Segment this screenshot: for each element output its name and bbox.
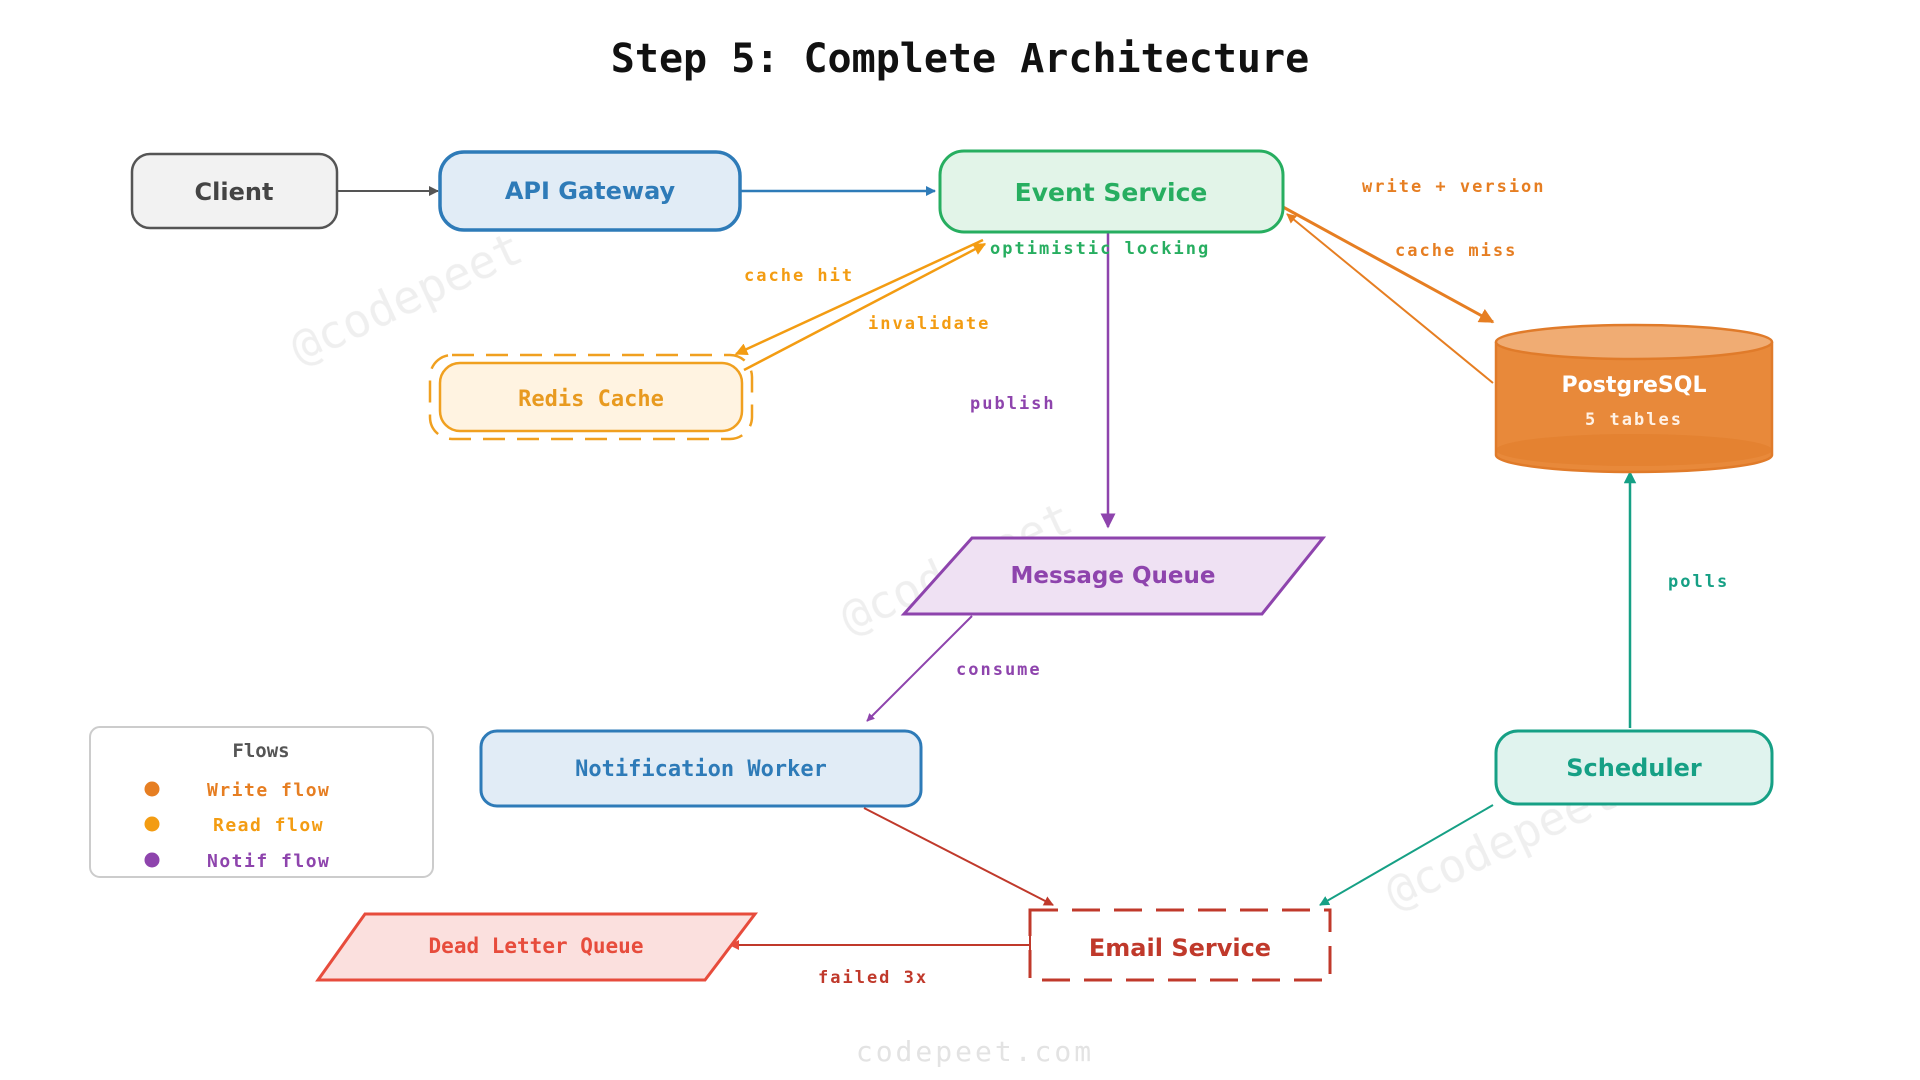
node-email-service-label: Email Service (1089, 934, 1271, 962)
legend-item-write: Write flow (207, 780, 330, 801)
page-title: Step 5: Complete Architecture (611, 36, 1309, 82)
node-message-queue[interactable]: Message Queue (900, 536, 1327, 616)
node-api-gateway[interactable]: API Gateway (438, 150, 742, 232)
edge-event-postgres-write (1282, 205, 1495, 324)
watermark: @codepeet (282, 221, 531, 375)
edge-event-redis-cache-hit (734, 238, 984, 356)
legend-dot-notif (144, 852, 160, 868)
edge-worker-email (863, 807, 1054, 906)
node-client[interactable]: Client (130, 152, 339, 230)
node-scheduler-label: Scheduler (1566, 754, 1702, 782)
edge-scheduler-email (1319, 804, 1494, 906)
node-event-service-label: Event Service (1015, 178, 1208, 207)
edges (337, 186, 1637, 956)
node-notification-worker[interactable]: Notification Worker (479, 729, 923, 808)
node-redis-cache-label: Redis Cache (518, 387, 664, 412)
node-scheduler[interactable]: Scheduler (1494, 729, 1774, 806)
node-api-gateway-label: API Gateway (505, 177, 676, 205)
label-consume: consume (956, 660, 1042, 680)
node-event-service[interactable]: Event Service (938, 149, 1285, 234)
node-email-service[interactable]: Email Service (1028, 908, 1332, 982)
label-optimistic-locking: optimistic locking (990, 239, 1210, 259)
legend-dot-write (144, 781, 160, 797)
label-polls: polls (1668, 572, 1729, 592)
node-redis-cache[interactable]: Redis Cache (428, 353, 754, 441)
node-postgresql[interactable]: PostgreSQL 5 tables (1494, 323, 1774, 474)
legend-item-read: Read flow (213, 815, 324, 836)
node-dead-letter-queue[interactable]: Dead Letter Queue (315, 912, 759, 982)
label-cache-miss: cache miss (1395, 241, 1517, 261)
label-failed: failed 3x (818, 968, 928, 988)
footer-brand: codepeet.com (856, 1035, 1094, 1068)
legend-item-notif: Notif flow (207, 851, 330, 872)
node-notification-worker-label: Notification Worker (575, 757, 827, 782)
node-postgresql-label: PostgreSQL (1562, 373, 1707, 398)
edge-postgres-event-cache-miss (1286, 213, 1494, 384)
legend: Flows Write flow Read flow Notif flow (89, 726, 434, 878)
edge-labels: write + version optimistic locking cache… (744, 177, 1729, 988)
node-client-label: Client (195, 178, 274, 206)
node-message-queue-label: Message Queue (1011, 563, 1216, 589)
label-publish: publish (970, 394, 1056, 414)
edge-redis-event-invalidate (743, 242, 987, 372)
label-write-version: write + version (1362, 177, 1546, 197)
legend-dot-read (144, 816, 160, 832)
edge-queue-worker-consume (866, 615, 973, 722)
label-invalidate: invalidate (868, 314, 990, 334)
legend-title: Flows (232, 740, 289, 762)
label-cache-hit: cache hit (744, 266, 854, 286)
node-dead-letter-queue-label: Dead Letter Queue (429, 934, 644, 958)
node-postgresql-sub: 5 tables (1585, 410, 1683, 430)
